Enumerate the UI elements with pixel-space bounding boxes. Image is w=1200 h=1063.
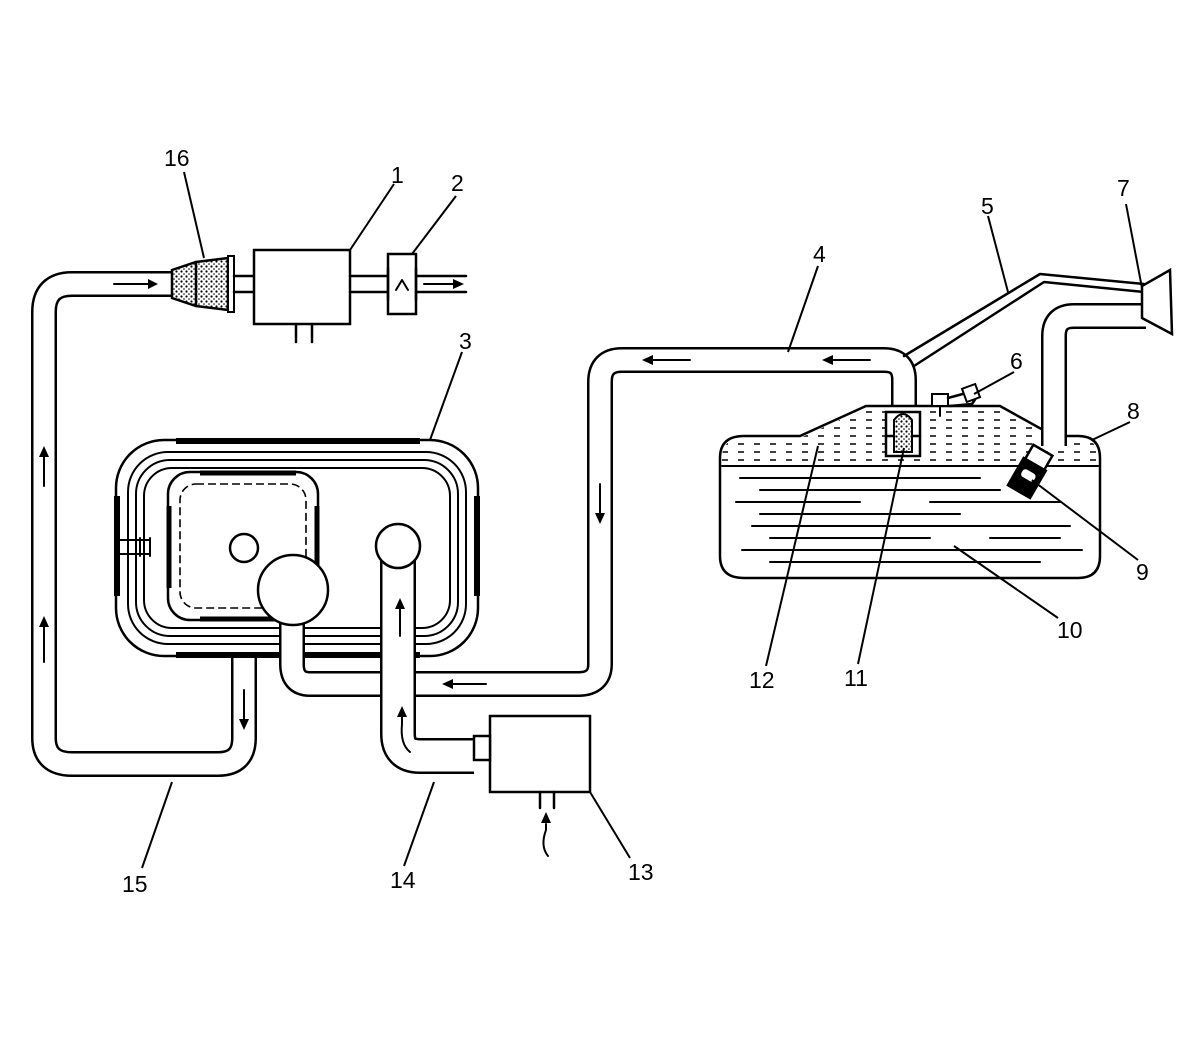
callout-14: 14 bbox=[390, 867, 416, 893]
valve-2 bbox=[386, 252, 418, 316]
arrow-right-icon bbox=[423, 279, 464, 289]
arrow-left-icon bbox=[442, 679, 487, 689]
callout-1: 1 bbox=[391, 162, 404, 188]
callout-12: 12 bbox=[749, 667, 775, 693]
callout-6: 6 bbox=[1010, 348, 1023, 374]
callout-7: 7 bbox=[1117, 175, 1130, 201]
filter-16 bbox=[170, 255, 256, 313]
filler-pipe bbox=[1041, 303, 1146, 446]
component-1-box bbox=[252, 248, 352, 344]
pump-module-13 bbox=[472, 714, 592, 810]
callout-labels: 1 2 3 4 5 6 7 8 9 10 11 12 13 14 15 16 bbox=[122, 145, 1149, 897]
callout-16: 16 bbox=[164, 145, 190, 171]
callout-5: 5 bbox=[981, 193, 994, 219]
callout-13: 13 bbox=[628, 859, 654, 885]
callout-15: 15 bbox=[122, 871, 148, 897]
flow-arrows-hose-4 bbox=[442, 355, 871, 689]
hose-14 bbox=[380, 560, 474, 774]
canister-ports bbox=[228, 522, 422, 627]
arrow-up-icon bbox=[39, 616, 49, 663]
leader-lines bbox=[141, 171, 1143, 869]
arrow-up-icon bbox=[395, 598, 405, 637]
callout-11: 11 bbox=[844, 665, 868, 691]
filler-cap-7 bbox=[1140, 267, 1174, 337]
callout-8: 8 bbox=[1127, 398, 1140, 424]
flow-arrows-hose-14 bbox=[395, 598, 411, 753]
sensor-6 bbox=[931, 382, 982, 417]
arrow-left-icon bbox=[642, 355, 691, 365]
arrow-down-icon bbox=[595, 483, 605, 524]
hose-15 bbox=[31, 271, 257, 777]
flow-arrows-hose-15 bbox=[39, 279, 249, 730]
callout-2: 2 bbox=[451, 170, 464, 196]
callout-10: 10 bbox=[1057, 617, 1083, 643]
arrow-up-icon bbox=[397, 706, 411, 753]
callout-3: 3 bbox=[459, 328, 472, 354]
fuel-liquid-lines bbox=[735, 477, 1083, 563]
arrow-right-icon bbox=[113, 279, 158, 289]
callout-4: 4 bbox=[813, 241, 826, 267]
arrow-down-icon bbox=[239, 689, 249, 730]
vent-line-5 bbox=[902, 272, 1146, 368]
callout-9: 9 bbox=[1136, 559, 1149, 585]
outlet-tube bbox=[348, 274, 468, 294]
arrow-up-icon bbox=[541, 812, 551, 857]
check-valve-9 bbox=[1006, 443, 1055, 500]
arrow-up-icon bbox=[39, 446, 49, 487]
arrow-left-icon bbox=[822, 355, 871, 365]
